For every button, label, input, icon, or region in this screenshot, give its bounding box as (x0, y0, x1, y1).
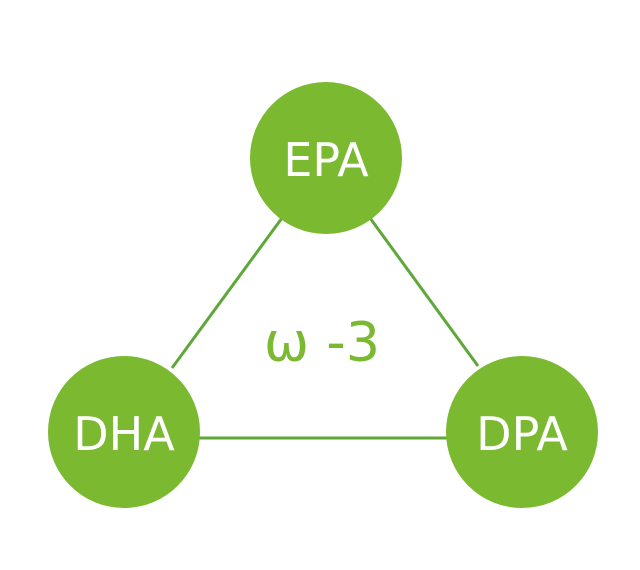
node-epa-circle (250, 82, 402, 234)
node-epa: EPA (250, 82, 402, 234)
node-dpa-label: DPA (476, 407, 568, 461)
node-dha-circle (48, 356, 200, 508)
triangle-edges (170, 217, 480, 440)
node-epa-label: EPA (283, 133, 369, 187)
center-label: ω -3 (264, 311, 380, 374)
node-dha-label: DHA (73, 407, 175, 461)
node-dpa-circle (446, 356, 598, 508)
edge-epa-dpa (368, 217, 480, 367)
edge-epa-dha (170, 217, 284, 369)
node-dha: DHA (48, 356, 200, 508)
node-dpa: DPA (446, 356, 598, 508)
